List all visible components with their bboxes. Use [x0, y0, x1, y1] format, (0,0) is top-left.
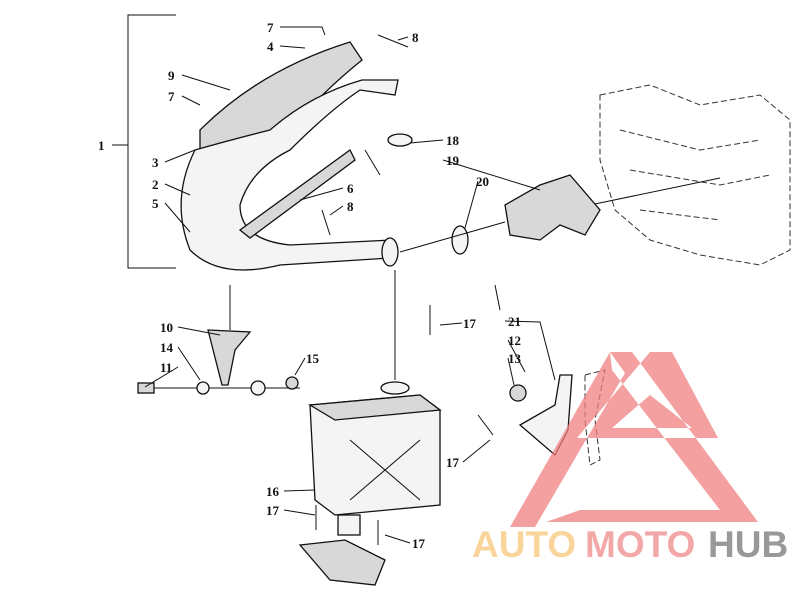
callout-17: 17 [446, 455, 460, 470]
callout-16: 16 [266, 484, 280, 499]
callout-11: 11 [160, 360, 172, 375]
automotohub-watermark: AUTO MOTO HUB [472, 352, 788, 565]
callout-13: 13 [508, 351, 522, 366]
callout-17: 17 [463, 316, 477, 331]
callout-12: 12 [508, 333, 521, 348]
muffler [298, 270, 442, 586]
callout-19: 19 [446, 153, 460, 168]
callout-2: 2 [152, 177, 159, 192]
callout-6: 6 [347, 181, 354, 196]
callout-18: 18 [446, 133, 460, 148]
callout-7: 7 [168, 89, 175, 104]
callout-14: 14 [160, 340, 174, 355]
callout-17: 17 [266, 503, 280, 518]
callout-4: 4 [267, 39, 274, 54]
expansion-chamber [180, 41, 413, 271]
callout-10: 10 [160, 320, 173, 335]
callout-1: 1 [98, 138, 105, 153]
callout-7: 7 [267, 20, 274, 35]
callout-5: 5 [152, 196, 159, 211]
callout-15: 15 [306, 351, 320, 366]
engine-outline [589, 84, 791, 266]
callout-3: 3 [152, 155, 159, 170]
watermark-moto: MOTO [585, 524, 695, 565]
callout-labels: 1 7 4 8 9 7 3 2 5 6 8 18 19 20 10 14 11 … [98, 20, 522, 551]
exhaust-manifold [399, 174, 601, 255]
watermark-hub: HUB [708, 524, 788, 565]
callout-17: 17 [412, 536, 426, 551]
springs [315, 34, 501, 545]
callout-21: 21 [508, 314, 521, 329]
callout-8: 8 [347, 199, 354, 214]
callout-20: 20 [476, 174, 489, 189]
callout-9: 9 [168, 68, 175, 83]
watermark-auto: AUTO [472, 524, 576, 565]
callout-8: 8 [412, 30, 419, 45]
watermark-triangle-logo [510, 352, 758, 527]
